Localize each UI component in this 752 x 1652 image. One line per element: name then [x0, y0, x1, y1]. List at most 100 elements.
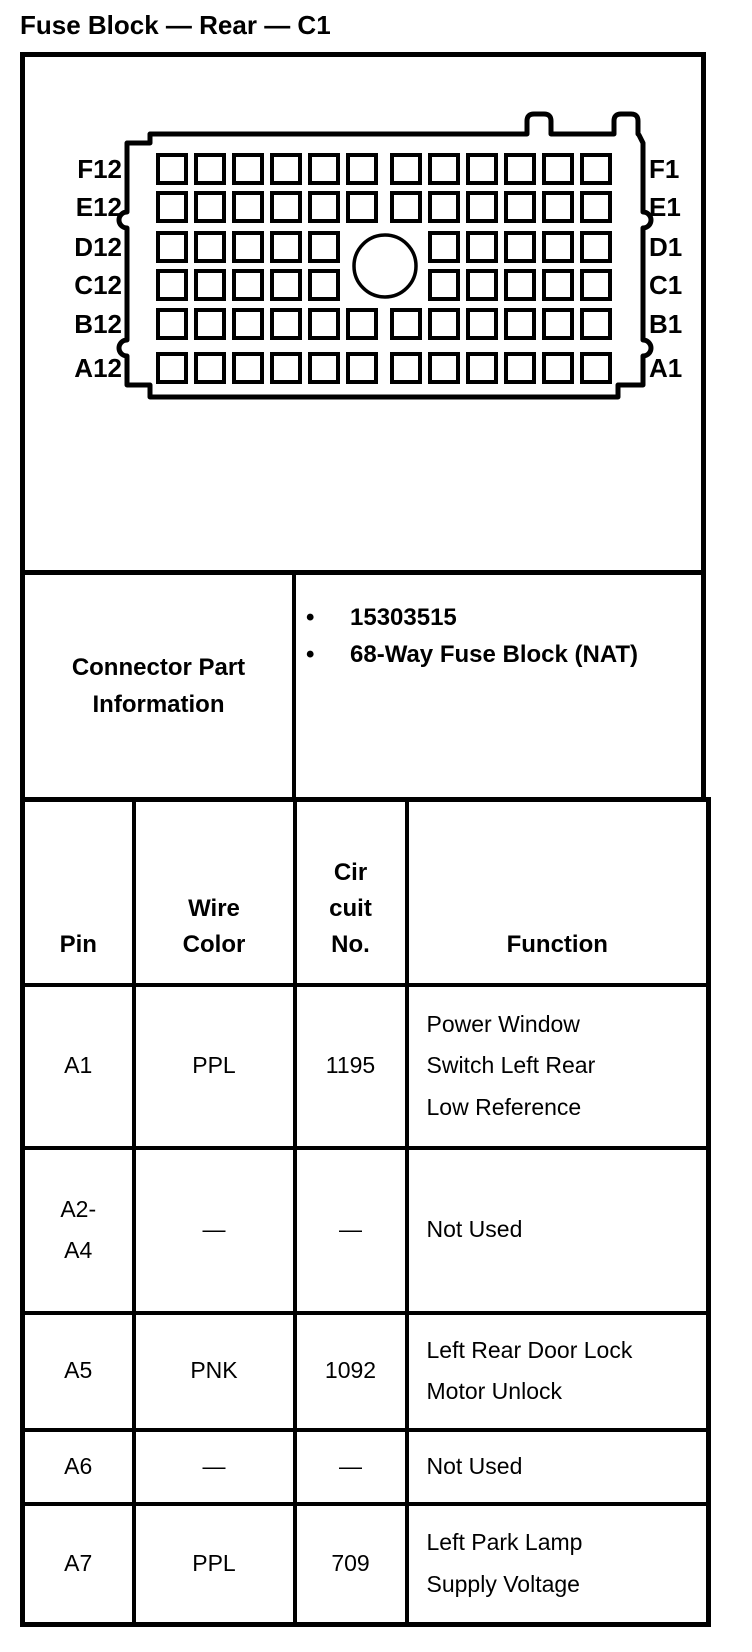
- connector-shell-outline: [116, 111, 654, 400]
- connector-left-label: B12: [74, 309, 122, 339]
- table-header-row: Pin Wire Color Cir cuit No. Function: [20, 797, 711, 987]
- connector-cavity: [346, 153, 378, 185]
- table-row: A2-A4 — — Not Used: [20, 1145, 711, 1315]
- connector-cavity: [156, 308, 188, 340]
- connector-cavity: [542, 352, 574, 384]
- table-row: A1 PPL 1195 Power Window Switch Left Rea…: [20, 982, 711, 1150]
- table-row: A7 PPL 709 Left Park Lamp Supply Voltage: [20, 1501, 711, 1627]
- connector-cavity: [156, 153, 188, 185]
- connector-left-label: E12: [76, 192, 122, 222]
- connector-left-label: F12: [77, 154, 122, 184]
- connector-cavity: [346, 191, 378, 223]
- content-stack: F12 E12 D12 C12 B12 A12 F1 E1 D1 C1 B1 A…: [20, 52, 711, 1627]
- header-pin: Pin: [20, 797, 136, 987]
- table-row: A6 — — Not Used: [20, 1427, 711, 1506]
- connector-right-label: A1: [649, 353, 682, 383]
- wire-color-cell: —: [131, 1145, 297, 1315]
- wire-color-cell: —: [131, 1427, 297, 1506]
- connector-cavity: [308, 231, 340, 263]
- function-cell: Left Rear Door Lock Motor Unlock: [404, 1310, 711, 1432]
- connector-cavity: [232, 153, 264, 185]
- circuit-no-cell: —: [292, 1145, 409, 1315]
- connector-cavity: [466, 153, 498, 185]
- connector-cavity: [232, 191, 264, 223]
- connector-cavity: [390, 352, 422, 384]
- connector-cavity: [542, 308, 574, 340]
- connector-cavity: [580, 191, 612, 223]
- connector-cavity: [504, 269, 536, 301]
- connector-cavity: [428, 153, 460, 185]
- connector-cavity: [232, 231, 264, 263]
- pin-cell: A5: [20, 1310, 136, 1432]
- function-cell: Not Used: [404, 1427, 711, 1506]
- cavity-grid: [156, 153, 612, 384]
- connector-cavity: [156, 231, 188, 263]
- connector-cavity: [232, 269, 264, 301]
- circuit-no-cell: 1195: [292, 982, 409, 1150]
- part-info-bullet-item: • 15303515: [306, 599, 650, 636]
- connector-cavity: [270, 191, 302, 223]
- connector-cavity: [542, 231, 574, 263]
- connector-cavity: [428, 308, 460, 340]
- pin-cell: A7: [20, 1501, 136, 1627]
- connector-cavity: [270, 153, 302, 185]
- connector-cavity: [194, 231, 226, 263]
- keying-circle: [352, 233, 418, 299]
- circuit-no-cell: 709: [292, 1501, 409, 1627]
- part-info-heading: Connector Part Information: [25, 575, 296, 797]
- connector-cavity: [466, 269, 498, 301]
- connector-cavity: [194, 269, 226, 301]
- connector-right-label: F1: [649, 154, 679, 184]
- connector-cavity: [428, 231, 460, 263]
- connector-face-drawing: F12 E12 D12 C12 B12 A12 F1 E1 D1 C1 B1 A…: [74, 111, 682, 400]
- connector-cavity: [308, 352, 340, 384]
- connector-cavity: [542, 269, 574, 301]
- connector-cavity: [580, 352, 612, 384]
- circuit-no-cell: 1092: [292, 1310, 409, 1432]
- pin-cell: A2-A4: [20, 1145, 136, 1315]
- connector-cavity: [308, 269, 340, 301]
- connector-right-label: B1: [649, 309, 682, 339]
- connector-right-label: C1: [649, 270, 682, 300]
- connector-cavity: [194, 308, 226, 340]
- connector-cavity: [580, 153, 612, 185]
- connector-cavity: [580, 308, 612, 340]
- connector-cavity: [346, 308, 378, 340]
- connector-cavity: [504, 153, 536, 185]
- wire-color-cell: PNK: [131, 1310, 297, 1432]
- wire-color-cell: PPL: [131, 1501, 297, 1627]
- part-description: 68-Way Fuse Block (NAT): [350, 641, 639, 669]
- connector-cavity: [390, 191, 422, 223]
- function-cell: Not Used: [404, 1145, 711, 1315]
- connector-cavity: [156, 269, 188, 301]
- connector-left-label: D12: [74, 232, 122, 262]
- connector-cavity: [580, 269, 612, 301]
- connector-cavity: [232, 352, 264, 384]
- table-row: A5 PNK 1092 Left Rear Door Lock Motor Un…: [20, 1310, 711, 1432]
- connector-cavity: [308, 153, 340, 185]
- connector-cavity: [542, 191, 574, 223]
- connector-cavity: [466, 352, 498, 384]
- part-info-bullet-list: • 15303515 • 68-Way Fuse Block (NAT): [306, 599, 650, 673]
- pin-function-table: Pin Wire Color Cir cuit No. Function A1 …: [20, 797, 711, 1627]
- connector-cavity: [466, 191, 498, 223]
- function-cell: Power Window Switch Left Rear Low Refere…: [404, 982, 711, 1150]
- connector-cavity: [428, 191, 460, 223]
- bullet-icon: •: [306, 604, 315, 631]
- connector-cavity: [270, 269, 302, 301]
- part-info-bullet-item: • 68-Way Fuse Block (NAT): [306, 636, 650, 673]
- bullet-icon: •: [306, 641, 315, 669]
- connector-cavity: [270, 352, 302, 384]
- connector-cavity: [156, 191, 188, 223]
- wire-color-cell: PPL: [131, 982, 297, 1150]
- connector-cavity: [466, 308, 498, 340]
- connector-right-label: D1: [649, 232, 682, 262]
- part-number: 15303515: [350, 604, 457, 631]
- connector-cavity: [504, 308, 536, 340]
- connector-cavity: [580, 231, 612, 263]
- header-function: Function: [404, 797, 711, 987]
- connector-cavity: [504, 191, 536, 223]
- connector-cavity: [156, 352, 188, 384]
- function-cell: Left Park Lamp Supply Voltage: [404, 1501, 711, 1627]
